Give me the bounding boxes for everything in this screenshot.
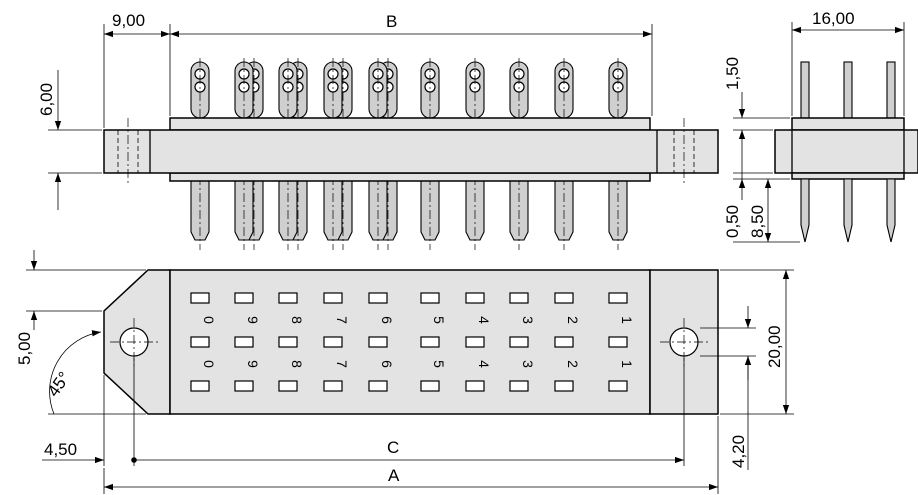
contact-label-bottom: 5	[431, 360, 447, 368]
dim-flange-bottom: 4,50	[44, 440, 77, 459]
contact-slot	[608, 380, 628, 392]
dim-bottom-offset: 0,50	[723, 205, 742, 238]
contact-label-bottom: 9	[245, 360, 261, 368]
contact-slot	[190, 292, 210, 304]
contact-slot	[554, 292, 574, 304]
contact-label-bottom: 0	[201, 360, 217, 368]
contact-slot	[278, 336, 298, 348]
contact-label-top: 7	[334, 316, 350, 324]
contact-label-top: 1	[619, 316, 635, 324]
side-body	[774, 129, 918, 174]
contact-slot	[554, 380, 574, 392]
contact-slot	[278, 292, 298, 304]
contact-slot	[465, 380, 485, 392]
contact-slot	[234, 336, 254, 348]
contact-slot	[509, 336, 529, 348]
side-view: 16,00 1,50 0,50 8,50	[723, 9, 918, 243]
contact-slot	[190, 380, 210, 392]
contact-slot	[420, 292, 440, 304]
contact-slot	[278, 380, 298, 392]
contact-label-top: 6	[379, 316, 395, 324]
contact-slot	[323, 336, 343, 348]
front-upper-step	[169, 117, 651, 131]
front-body	[103, 129, 719, 174]
contact-slot	[234, 292, 254, 304]
contact-label-bottom: 6	[379, 360, 395, 368]
dim-pin-span: B	[386, 12, 397, 31]
contact-slot	[420, 380, 440, 392]
contact-slot	[509, 380, 529, 392]
contact-label-bottom: 7	[334, 360, 350, 368]
contact-label-top: 0	[201, 316, 217, 324]
contact-slot	[234, 380, 254, 392]
contact-label-bottom: 4	[476, 360, 492, 368]
contact-slot	[368, 292, 388, 304]
dim-hole-pitch: C	[387, 438, 399, 457]
contact-label-top: 3	[520, 316, 536, 324]
contact-slot	[608, 292, 628, 304]
contact-label-top: 8	[289, 316, 305, 324]
dim-angle: 45°	[44, 368, 74, 400]
side-upper-step	[791, 117, 905, 131]
contact-slot	[608, 336, 628, 348]
contact-label-bottom: 1	[619, 360, 635, 368]
contact-slot	[465, 336, 485, 348]
bottom-pins	[190, 176, 628, 250]
front-lower-step	[169, 172, 651, 182]
front-view: 9,00 B 6,00	[37, 11, 719, 250]
dim-overall-length: A	[388, 466, 400, 485]
contact-slot	[368, 336, 388, 348]
contact-slot	[465, 292, 485, 304]
contact-slot	[323, 380, 343, 392]
contact-slot	[509, 292, 529, 304]
plan-view: 0 0 9 9 8 8 7 7 6 6 5 5 4 4 3 3 2 2 1 1 5,00 45° 4,50 C A 2…	[15, 250, 794, 494]
dim-side-width: 16,00	[812, 9, 855, 28]
dim-base-height: 4,20	[729, 435, 748, 468]
contact-label-top: 2	[565, 316, 581, 324]
contact-slot	[420, 336, 440, 348]
contact-slot	[323, 292, 343, 304]
contact-label-top: 5	[431, 316, 447, 324]
dim-hole-offset: 5,00	[15, 332, 34, 365]
contact-label-top: 4	[476, 316, 492, 324]
contact-slot	[190, 336, 210, 348]
dim-pin-height: 6,00	[37, 83, 56, 116]
dim-top-pin-height: 1,50	[723, 57, 742, 90]
dim-height: 20,00	[765, 325, 784, 368]
dim-left-flange: 9,00	[112, 11, 145, 30]
contact-label-top: 9	[245, 316, 261, 324]
contact-slot	[368, 380, 388, 392]
contact-slot	[554, 336, 574, 348]
dim-bottom-pin-length: 8,50	[748, 205, 767, 238]
contact-label-bottom: 2	[565, 360, 581, 368]
contact-grid: 0 0 9 9 8 8 7 7 6 6 5 5 4 4 3 3 2 2 1 1	[190, 292, 635, 392]
contact-label-bottom: 8	[289, 360, 305, 368]
contact-label-bottom: 3	[520, 360, 536, 368]
